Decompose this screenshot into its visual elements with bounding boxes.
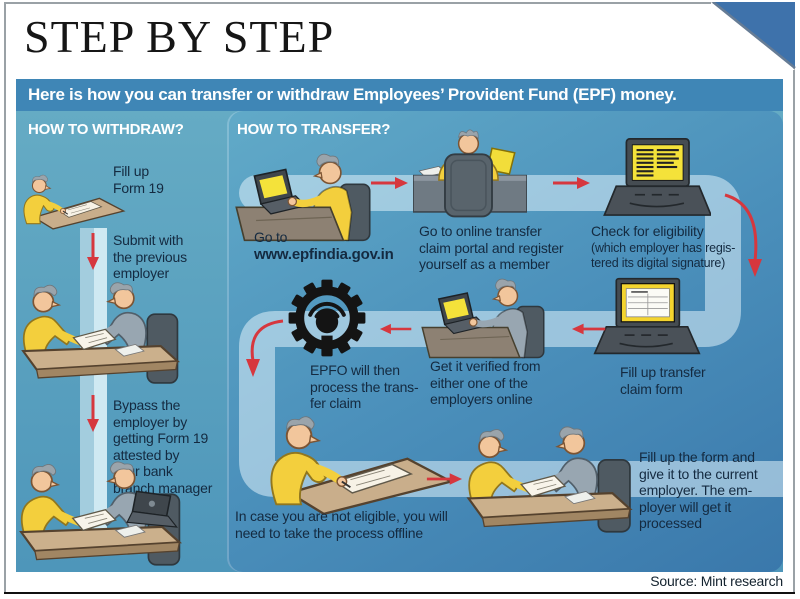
transfer-step-3-subtext: (which employer has regis- tered its dig… — [591, 241, 736, 270]
illustration-laptop-claim-form — [593, 277, 701, 360]
withdraw-flow-band — [80, 228, 107, 553]
down-arrow-icon — [87, 233, 99, 270]
left-arrow-icon — [571, 323, 606, 335]
transfer-step-4-text: Fill up transfer claim form — [620, 364, 706, 397]
illustration-offline-process-writer — [263, 411, 453, 516]
transfer-step-7-text: In case you are not eligible, you will n… — [235, 508, 448, 541]
intro-banner: Here is how you can transfer or withdraw… — [16, 79, 783, 111]
down-arrow-icon — [87, 395, 99, 432]
frame-border-left — [4, 2, 6, 592]
transfer-step-2-text: Go to online transfer claim portal and r… — [419, 223, 564, 273]
left-arrow-icon — [379, 323, 412, 335]
curved-down-arrow-icon — [724, 193, 762, 277]
illustration-employer-verifies-online — [417, 269, 549, 359]
illustration-register-on-portal — [413, 127, 527, 218]
frame-border-right — [793, 2, 795, 592]
epfo-gear-icon — [287, 278, 367, 358]
right-arrow-icon — [426, 473, 463, 485]
page-fold-corner-icon — [711, 2, 796, 70]
main-panel: HOW TO WITHDRAW? Fill up Form 19 Submit … — [16, 111, 783, 572]
illustration-give-to-current-employer — [463, 423, 639, 537]
transfer-step-6-text: EPFO will then process the trans- fer cl… — [310, 362, 419, 412]
curved-down-arrow-icon — [246, 319, 284, 377]
right-arrow-icon — [371, 177, 408, 189]
frame-border-top — [4, 2, 795, 4]
transfer-step-5-text: Get it verified from either one of the e… — [430, 358, 541, 408]
laptop-icon — [124, 488, 186, 535]
illustration-submit-to-previous-employer — [18, 279, 186, 388]
transfer-header: HOW TO TRANSFER? — [237, 121, 391, 138]
withdraw-header: HOW TO WITHDRAW? — [28, 121, 184, 138]
epf-url: www.epfindia.gov.in — [254, 245, 394, 263]
bottom-rule — [4, 592, 795, 594]
transfer-step-3-text: Check for eligibility — [591, 223, 704, 239]
transfer-step-8-text: Fill up the form and give it to the curr… — [639, 449, 758, 532]
right-arrow-icon — [553, 177, 590, 189]
illustration-person-at-laptop — [233, 143, 373, 242]
withdraw-step-1-text: Fill up Form 19 — [113, 163, 164, 196]
page-title: STEP BY STEP — [24, 11, 335, 62]
withdraw-step-2-text: Submit with the previous employer — [113, 232, 187, 282]
illustration-laptop-eligibility-list — [601, 137, 711, 222]
illustration-person-filling-form — [18, 172, 126, 230]
source-credit: Source: Mint research — [650, 573, 783, 589]
withdraw-section: HOW TO WITHDRAW? Fill up Form 19 Submit … — [16, 111, 227, 572]
go-to-label: Go to — [254, 229, 288, 245]
